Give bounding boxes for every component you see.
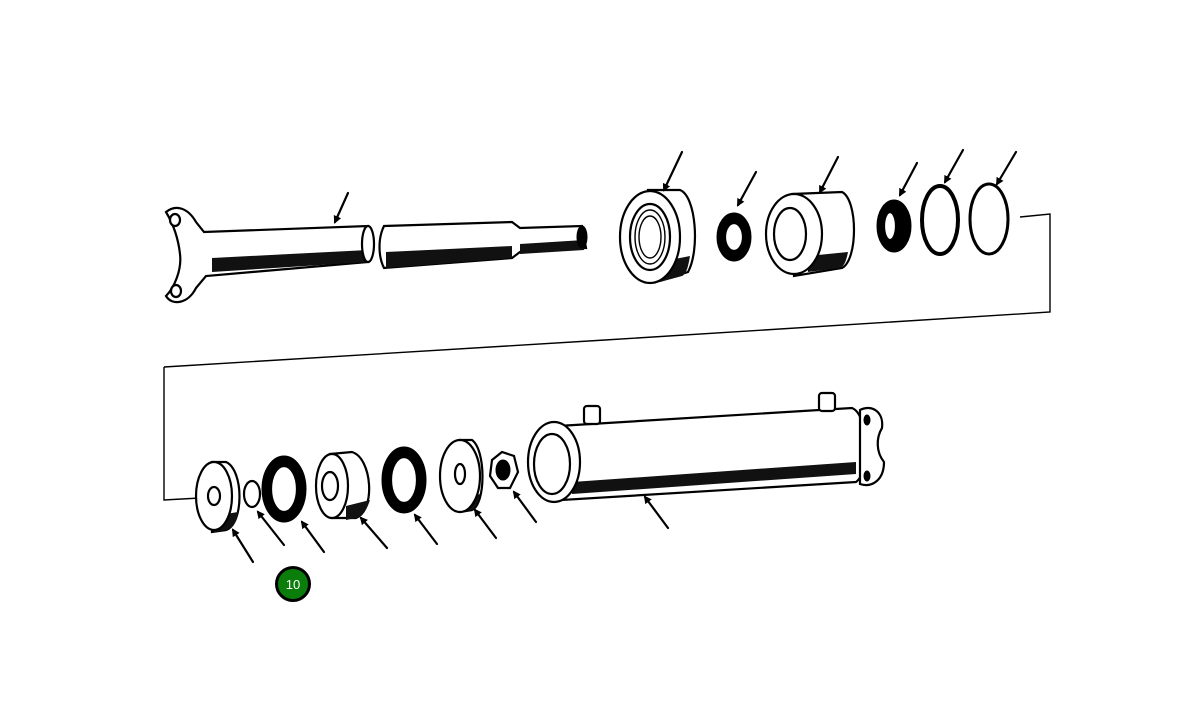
cylinder-barrel[interactable] — [526, 391, 886, 504]
rod-seal[interactable] — [876, 199, 912, 253]
gland[interactable] — [764, 190, 856, 278]
piston-rod-threaded-end[interactable] — [378, 220, 588, 270]
small-o-ring[interactable] — [242, 479, 262, 509]
lock-nut[interactable] — [488, 450, 520, 490]
backup-ring[interactable] — [920, 184, 960, 256]
leader-arrows — [231, 148, 1018, 564]
wiper-seal[interactable] — [716, 212, 752, 262]
part-callout-badge[interactable]: 10 — [275, 566, 311, 602]
gland-nut[interactable] — [618, 188, 697, 285]
assembly-connector-lines — [163, 213, 1051, 501]
piston-wear-ring[interactable] — [381, 446, 427, 514]
piston-seal[interactable] — [261, 455, 307, 523]
piston-washer[interactable] — [194, 460, 241, 534]
o-ring[interactable] — [968, 182, 1010, 256]
callout-number: 10 — [285, 576, 301, 592]
piston-rod-clevis-end[interactable] — [164, 206, 376, 304]
spacer-washer[interactable] — [438, 438, 484, 514]
piston[interactable] — [314, 450, 371, 520]
